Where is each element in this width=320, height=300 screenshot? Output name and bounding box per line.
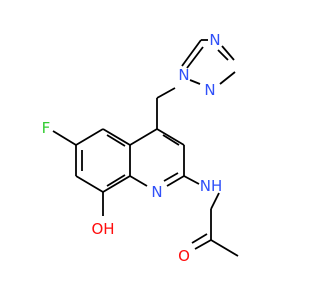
triazole-n4-atom-label: N: [204, 81, 215, 99]
fluorine-atom-label: F: [42, 119, 51, 137]
triazole-n2-atom-label: N: [209, 31, 220, 49]
triazole-n1-atom-label: N: [178, 66, 189, 84]
molecule-structure: F OH N NH O N N N: [42, 31, 239, 265]
bond-lines: [52, 39, 239, 257]
carbonyl-oxygen-atom-label: O: [178, 247, 190, 265]
hydroxyl-atom-label: OH: [91, 220, 114, 238]
amide-nitrogen-atom-label: NH: [200, 177, 223, 195]
ring-nitrogen-atom-label: N: [151, 183, 162, 201]
